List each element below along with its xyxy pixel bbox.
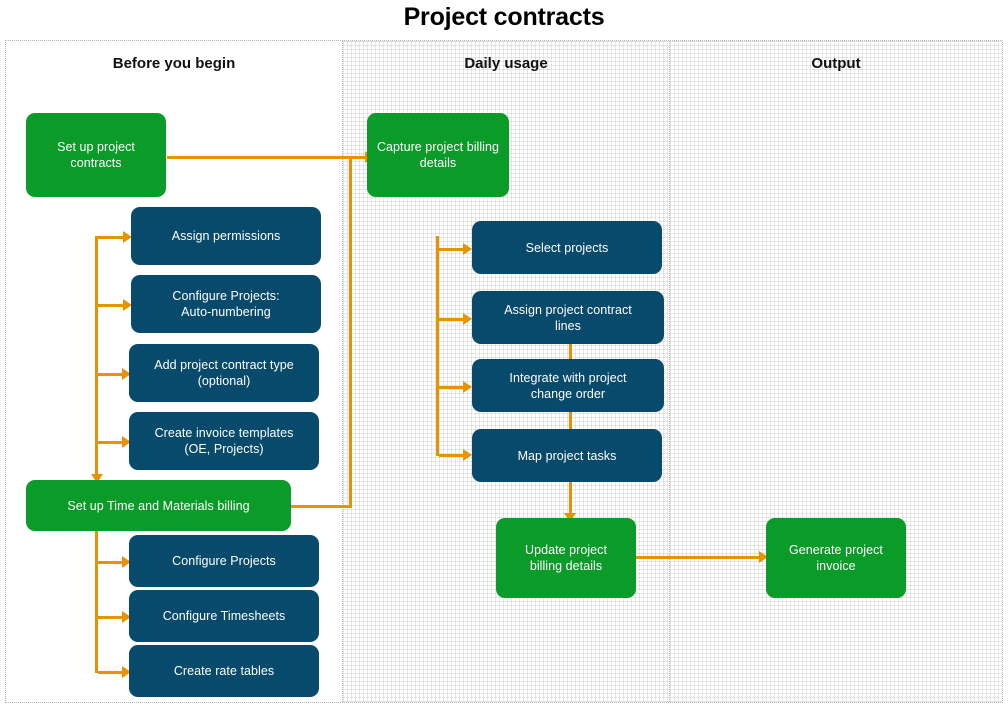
node-configure-projects-auto-numbering[interactable]: Configure Projects: Auto-numbering: [131, 275, 321, 333]
arrow-n10-to-n14: [463, 449, 472, 461]
connector-n15-to-n16: [636, 556, 761, 559]
connector-n12-to-n13: [569, 343, 572, 365]
connector-n10-spine: [436, 236, 439, 456]
arrow-n10-to-n11: [463, 243, 472, 255]
arrow-n1-to-n6: [91, 474, 103, 483]
arrow-n1-to-n3: [123, 299, 132, 311]
connector-n1-to-n5: [98, 441, 124, 444]
node-label-line-2: billing details: [529, 559, 603, 573]
connector-n1-to-n2: [98, 236, 125, 239]
connector-n6-to-riser: [291, 505, 352, 508]
arrow-n6-to-n9: [122, 666, 131, 678]
connector-n10-to-n11: [439, 248, 465, 251]
node-capture-project-billing-details[interactable]: Capture project billing details: [367, 113, 509, 197]
node-set-up-time-and-materials-billing[interactable]: Set up Time and Materials billing: [26, 480, 291, 531]
lane-output: Output: [669, 41, 1002, 702]
arrow-n1-to-n5: [122, 436, 131, 448]
node-label-line-1: Integrate with project: [509, 370, 627, 385]
arrow-n10-to-n13: [463, 381, 472, 393]
node-create-rate-tables[interactable]: Create rate tables: [129, 645, 319, 697]
node-label: Select projects: [525, 240, 609, 255]
node-label: Create invoice templates (OE, Projects): [155, 425, 294, 457]
arrow-n1-to-n4: [122, 368, 131, 380]
arrow-n6-to-n7: [122, 556, 131, 568]
swimlane-container: Before you begin Daily usage Output: [5, 40, 1003, 703]
connector-n1-spine: [95, 236, 98, 476]
arrow-n1-to-n2: [123, 231, 132, 243]
node-update-project-billing-details[interactable]: Update project billing details: [496, 518, 636, 598]
node-label: Capture project billing details: [376, 140, 500, 170]
connector-n1-to-n3: [98, 304, 125, 307]
node-assign-permissions[interactable]: Assign permissions: [131, 207, 321, 265]
node-integrate-with-project-change-order[interactable]: Integrate with project change order: [472, 359, 664, 412]
node-label: Set up project contracts: [57, 140, 135, 170]
connector-n6-to-n9: [98, 671, 124, 674]
node-select-projects[interactable]: Select projects: [472, 221, 662, 274]
arrow-n10-to-n12: [463, 313, 472, 325]
node-label: Assign permissions: [171, 229, 281, 243]
connector-n1-to-n4: [98, 373, 124, 376]
node-label-line-2: (OE, Projects): [184, 442, 264, 456]
arrow-n6-to-n8: [122, 611, 131, 623]
node-label-line-2: Auto-numbering: [181, 305, 271, 319]
node-label: Map project tasks: [517, 448, 617, 463]
node-map-project-tasks[interactable]: Map project tasks: [472, 429, 662, 482]
node-label: Configure Timesheets: [162, 609, 286, 623]
lane-title-daily-usage: Daily usage: [464, 55, 548, 72]
node-label: Create rate tables: [173, 664, 275, 678]
node-label: Assign project contract lines: [504, 302, 632, 334]
node-create-invoice-templates[interactable]: Create invoice templates (OE, Projects): [129, 412, 319, 470]
node-label-line-1: Generate project: [789, 543, 883, 557]
lane-title-output: Output: [811, 55, 861, 72]
node-configure-timesheets[interactable]: Configure Timesheets: [129, 590, 319, 642]
node-label: Configure Projects: [172, 554, 276, 568]
node-label-line-2: change order: [530, 386, 606, 401]
arrow-n15-to-n16: [759, 551, 768, 563]
node-label: Generate project invoice: [789, 542, 883, 574]
node-label-line-2: invoice: [816, 559, 856, 573]
arrow-n14-to-n15: [564, 513, 576, 522]
node-label: Update project billing details: [525, 542, 607, 574]
connector-n14-to-n15: [569, 481, 572, 517]
connector-n6-spine: [95, 531, 98, 673]
node-configure-projects[interactable]: Configure Projects: [129, 535, 319, 587]
node-label-line-2: (optional): [197, 374, 251, 388]
node-label: Integrate with project change order: [509, 370, 626, 402]
lane-before-you-begin: Before you begin: [6, 41, 342, 702]
connector-n6-to-n8: [98, 616, 124, 619]
node-label: Add project contract type (optional): [154, 357, 294, 389]
node-label: Set up Time and Materials billing: [67, 498, 250, 513]
connector-n1-to-n10: [167, 156, 367, 159]
connector-n6-to-n7: [98, 561, 124, 564]
connector-n6-riser: [349, 156, 352, 508]
node-generate-project-invoice[interactable]: Generate project invoice: [766, 518, 906, 598]
connector-n10-to-n14: [439, 454, 465, 457]
node-set-up-project-contracts[interactable]: Set up project contracts: [26, 113, 166, 197]
page-title: Project contracts: [403, 3, 605, 31]
connector-n10-to-n13: [439, 386, 465, 389]
connector-n10-to-n12: [439, 318, 465, 321]
node-label-line-1: Configure Projects:: [172, 289, 280, 303]
node-label-line-1: Assign project contract: [504, 302, 632, 317]
node-add-project-contract-type[interactable]: Add project contract type (optional): [129, 344, 319, 402]
connector-n13-to-n14: [569, 412, 572, 434]
node-label-line-1: Add project contract type: [154, 358, 294, 372]
node-label-line-1: Update project: [525, 543, 607, 557]
lane-title-before-you-begin: Before you begin: [112, 55, 236, 72]
node-label-line-1: Create invoice templates: [154, 426, 294, 440]
node-label-line-2: lines: [555, 318, 581, 333]
node-label: Configure Projects: Auto-numbering: [172, 288, 279, 320]
node-assign-project-contract-lines[interactable]: Assign project contract lines: [472, 291, 664, 344]
